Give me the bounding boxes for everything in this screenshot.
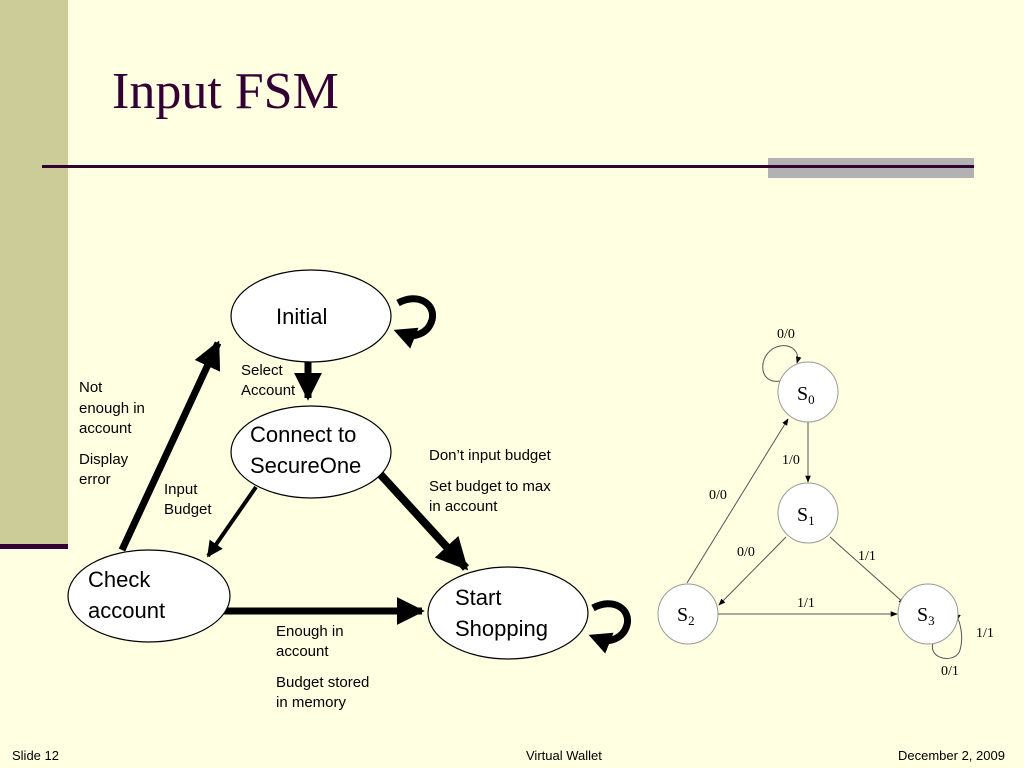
arrow-check-to-initial [118,340,222,552]
transition-s3-self [932,613,963,659]
label-s0-s1: 1/0 [782,453,800,468]
label-not-enough-2: enough in [79,400,145,417]
label-input-2: Budget [164,501,212,518]
footer-title: Virtual Wallet [526,748,602,763]
transition-s2-s0 [686,418,789,584]
label-stored-2: in memory [276,694,347,711]
fsm-state-s1 [777,482,839,544]
sidebar-band [0,0,68,548]
state-start-label-1: Start [455,585,501,610]
title-rule [42,165,974,168]
label-not-enough-1: Not [79,379,103,396]
state-connect-label-2: SecureOne [250,453,361,478]
label-s3-self-in: 1/1 [976,626,994,641]
footer-date: December 2, 2009 [898,748,1005,763]
label-set-budget-2: in account [429,498,498,515]
arrow-connect-to-start [377,471,469,571]
flow-diagram: Initial Connect to SecureOne Check accou… [67,269,631,711]
slide-title: Input FSM [112,63,339,120]
state-check [67,549,231,643]
state-start-label-2: Shopping [455,616,548,641]
label-enough-1: Enough in [276,623,344,640]
loop-arrow-start [588,600,631,654]
label-dont-input: Don’t input budget [429,447,552,464]
label-enough-2: account [276,643,329,660]
state-check-label-2: account [88,598,165,623]
label-input-1: Input [164,481,198,498]
title-rule-accent [768,158,974,165]
label-display-2: error [79,471,111,488]
label-s3-self-out: 0/1 [941,664,959,679]
fsm-state-s0 [777,361,839,423]
fsm-state-s2 [657,583,719,645]
label-s1-s2: 0/0 [737,545,755,560]
label-s0-self: 0/0 [777,327,795,342]
label-set-budget-1: Set budget to max [429,478,551,495]
label-select-2: Account [241,382,296,399]
transition-s1-s3 [829,536,906,605]
label-s2-s0: 0/0 [709,488,727,503]
fsm-state-s3-label: S3 [917,604,935,628]
loop-arrow-initial [393,295,436,349]
fsm-state-s3 [897,583,959,645]
state-start [427,566,589,660]
fsm-state-s1-label: S1 [797,504,815,528]
label-display-1: Display [79,451,129,468]
sidebar-divider [0,544,68,549]
title-rule-accent-lower [768,168,974,178]
fsm-state-s2-label: S2 [677,604,695,628]
state-initial [230,269,392,363]
transition-s1-s2 [718,536,787,606]
label-not-enough-3: account [79,420,132,437]
label-select-1: Select [241,362,284,379]
state-check-label-1: Check [88,567,151,592]
footer-slide-number: Slide 12 [12,748,59,763]
label-stored-1: Budget stored [276,674,369,691]
fsm-state-s0-label: S0 [797,383,815,407]
arrow-connect-to-check [206,485,258,558]
state-connect-label-1: Connect to [250,422,356,447]
fsm-diagram: S0 S1 S2 S3 0/0 1/0 0/0 0/0 1/1 1/1 1/1 … [657,327,994,679]
label-s1-s3: 1/1 [858,549,876,564]
transition-s0-self [762,345,802,382]
state-connect [230,405,392,499]
label-s2-s3: 1/1 [797,596,815,611]
state-initial-label: Initial [276,304,327,329]
